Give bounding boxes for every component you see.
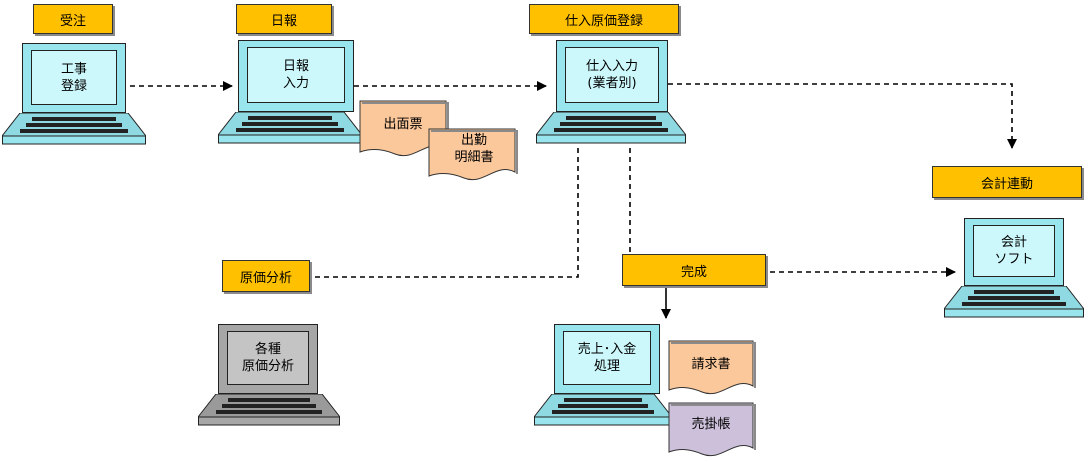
label-order: 受注 [33,4,113,34]
purchase-line-2: (業者別) [587,76,637,91]
laptop-construction: 工事 登録 [2,43,146,146]
document-receivable-shape [668,402,756,457]
laptop-keyboard-icon [2,113,146,145]
construction-line-1: 工事 [60,61,87,77]
laptop-daily-entry: 日報 入力 [218,40,362,146]
accounting-line-2: ソフト [994,252,1034,267]
daily-line-2: 入力 [282,76,309,91]
label-cost-analysis: 原価分析 [222,260,310,292]
attendance-line-2: 明細書 [454,150,494,165]
laptop-accounting-software: 会計 ソフト [944,218,1084,320]
sales-line-2: 処理 [593,359,620,374]
laptop-sales-payment: 売上･入金 処理 [534,324,672,428]
analysis-line-2: 原価分析 [241,359,294,374]
laptop-keyboard-icon [198,394,340,426]
document-attendance-shape [428,128,518,181]
laptop-keyboard-icon [534,394,672,426]
document-attendance: 出勤 明細書 [444,132,504,166]
document-slip: 出面票 [383,117,423,132]
line-purchase-to-analysis [314,148,579,278]
laptop-keyboard-icon [944,286,1084,318]
laptop-keyboard-icon [218,112,362,144]
sales-line-1: 売上･入金 [577,342,637,357]
laptop-cost-analysis: 各種 原価分析 [198,324,340,428]
attendance-line-1: 出勤 [460,133,487,148]
laptop-purchase-entry: 仕入入力 (業者別) [536,40,686,146]
daily-line-1: 日報 [282,59,309,74]
analysis-line-1: 各種 [254,342,281,357]
laptop-keyboard-icon [536,112,686,144]
arrow-purchase-to-accounting [668,83,1017,149]
purchase-line-1: 仕入入力 [585,59,638,74]
label-daily-report: 日報 [236,4,332,34]
label-purchase-cost: 仕入原価登録 [529,4,679,34]
document-invoice-shape [668,340,756,395]
construction-line-2: 登録 [60,78,87,94]
label-completion: 完成 [622,254,766,286]
document-invoice: 請求書 [691,357,731,372]
label-accounting-link: 会計連動 [932,166,1082,198]
accounting-line-1: 会計 [1000,235,1027,250]
document-receivable: 売掛帳 [691,417,731,432]
